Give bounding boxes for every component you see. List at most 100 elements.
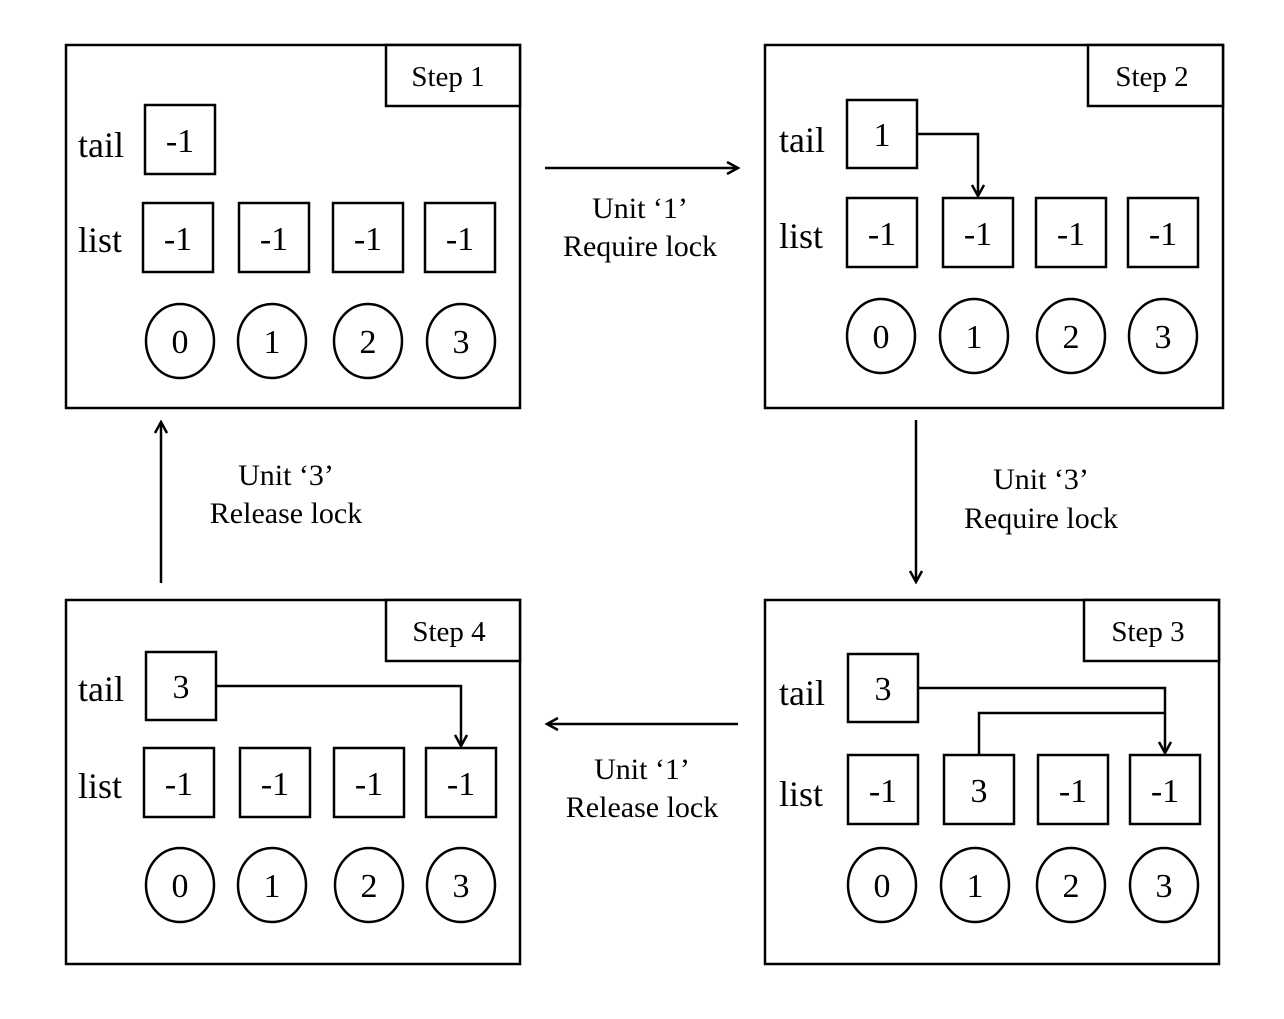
tail-label: tail	[78, 125, 124, 165]
tail-cell	[846, 652, 920, 724]
list-cell-0	[845, 196, 919, 269]
transition-action: Release lock	[566, 791, 718, 824]
index-node-2	[333, 846, 405, 924]
list-value-2: -1	[1059, 773, 1087, 810]
list-value-0: -1	[869, 773, 897, 810]
index-node-1	[236, 846, 308, 924]
list-cell-2	[1036, 753, 1110, 826]
index-label-1: 1	[264, 868, 281, 905]
transition-action: Release lock	[210, 497, 362, 530]
transition-action: Require lock	[964, 502, 1118, 535]
index-node-3	[1128, 846, 1200, 924]
list-cell-3	[424, 746, 498, 819]
list-value-3: -1	[446, 221, 474, 258]
list-value-1: -1	[260, 221, 288, 258]
tail-cell	[845, 98, 919, 170]
list-cell-1	[238, 746, 312, 819]
index-label-0: 0	[873, 319, 890, 356]
list-cell-3	[1126, 196, 1200, 269]
list-cell-1	[237, 201, 311, 274]
tail-pointer-arrow	[918, 686, 1165, 753]
index-node-3	[425, 846, 497, 924]
index-node-1	[938, 297, 1010, 375]
index-label-3: 3	[453, 324, 470, 361]
transition-unit: Unit ‘3’	[993, 463, 1089, 496]
list-cell-2	[332, 746, 406, 819]
step-3-panel: Step 3 tail 3 list -1 3 -1 -1 0 1 2 3	[763, 598, 1221, 966]
list-cell-1	[941, 196, 1015, 269]
list-cell-0	[846, 753, 920, 826]
step-title-box	[384, 43, 522, 108]
list-cell-2	[1034, 196, 1108, 269]
tail-pointer-arrow	[917, 132, 978, 196]
list-cell-0	[141, 201, 215, 274]
index-node-0	[144, 302, 216, 380]
tail-value: -1	[166, 123, 194, 160]
index-label-0: 0	[172, 868, 189, 905]
transition-unit: Unit ‘1’	[594, 753, 690, 786]
list-link-line	[977, 711, 1165, 755]
index-node-3	[425, 302, 497, 380]
tail-label: tail	[78, 669, 124, 709]
transition-step1-to-step2: Unit ‘1’ Require lock	[545, 168, 738, 263]
step-title: Step 4	[412, 616, 486, 648]
index-label-3: 3	[1155, 319, 1172, 356]
list-label: list	[779, 216, 823, 256]
index-label-3: 3	[1156, 868, 1173, 905]
list-cell-2	[331, 201, 405, 274]
list-label: list	[779, 774, 823, 814]
index-node-3	[1127, 297, 1199, 375]
index-label-2: 2	[360, 324, 377, 361]
index-node-0	[144, 846, 216, 924]
index-label-1: 1	[967, 868, 984, 905]
index-node-1	[939, 846, 1011, 924]
index-node-1	[236, 302, 308, 380]
list-cell-3	[423, 201, 497, 274]
index-label-3: 3	[453, 868, 470, 905]
index-node-2	[1035, 846, 1107, 924]
list-value-0: -1	[165, 766, 193, 803]
list-value-2: -1	[355, 766, 383, 803]
list-value-3: -1	[1151, 773, 1179, 810]
step-4-panel: Step 4 tail 3 list -1 -1 -1 -1 0 1 2 3	[64, 598, 522, 966]
index-node-2	[332, 302, 404, 380]
transition-unit: Unit ‘1’	[592, 192, 688, 225]
index-node-2	[1035, 297, 1107, 375]
index-node-0	[845, 297, 917, 375]
list-cell-3	[1128, 753, 1202, 826]
step-title: Step 3	[1111, 616, 1184, 648]
index-label-2: 2	[361, 868, 378, 905]
list-cell-1	[942, 753, 1016, 826]
tail-value: 3	[173, 669, 190, 706]
transition-action: Require lock	[563, 230, 717, 263]
step-1-panel: Step 1 tail -1 list -1 -1 -1 -1 0 1 2 3	[64, 43, 522, 410]
index-label-1: 1	[966, 319, 983, 356]
list-label: list	[78, 766, 122, 806]
index-label-2: 2	[1063, 868, 1080, 905]
list-value-3: -1	[1149, 216, 1177, 253]
list-value-3: -1	[447, 766, 475, 803]
step-title-box	[1086, 43, 1225, 108]
list-label: list	[78, 220, 122, 260]
step-2-panel: Step 2 tail 1 list -1 -1 -1 -1 0 1 2 3	[763, 43, 1225, 410]
transition-unit: Unit ‘3’	[238, 459, 334, 492]
list-value-1: -1	[261, 766, 289, 803]
list-value-1: -1	[964, 216, 992, 253]
tail-cell	[143, 103, 217, 176]
tail-label: tail	[779, 673, 825, 713]
index-label-0: 0	[172, 324, 189, 361]
list-value-0: -1	[164, 221, 192, 258]
list-value-0: -1	[868, 216, 896, 253]
step-title-box	[1082, 598, 1221, 663]
transition-step3-to-step4: Unit ‘1’ Release lock	[547, 724, 738, 824]
index-label-1: 1	[264, 324, 281, 361]
tail-value: 1	[874, 117, 891, 154]
step-title: Step 1	[411, 61, 484, 93]
index-label-0: 0	[874, 868, 891, 905]
tail-value: 3	[875, 671, 892, 708]
list-value-2: -1	[1057, 216, 1085, 253]
list-cell-0	[142, 746, 216, 819]
index-node-0	[846, 846, 918, 924]
list-value-2: -1	[354, 221, 382, 258]
